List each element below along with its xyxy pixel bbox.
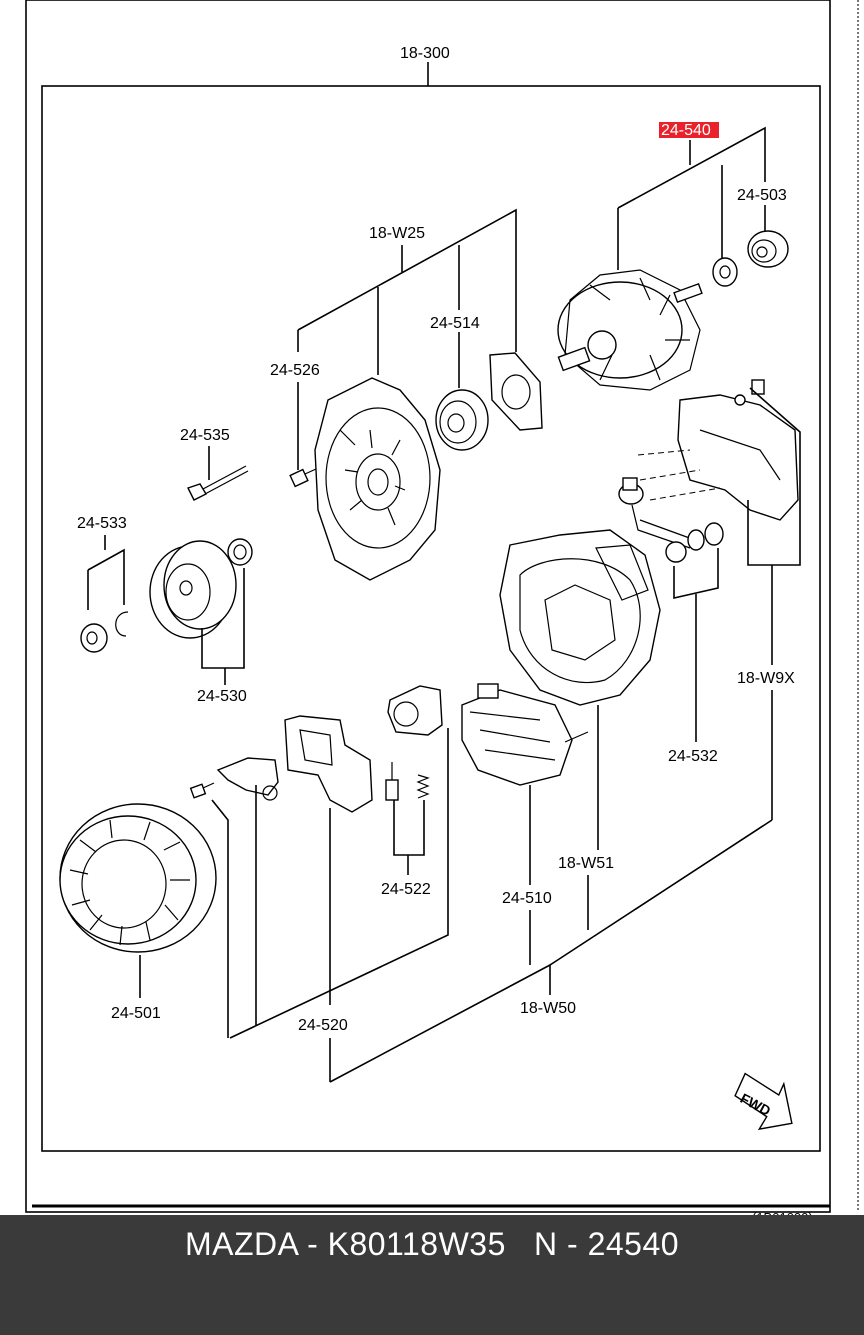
terminal-bracket-part[interactable]: [677, 379, 799, 521]
rotor-part-24-540[interactable]: [557, 269, 703, 391]
terminal-plate-part[interactable]: [216, 757, 279, 801]
rear-housing-part[interactable]: [499, 529, 661, 706]
part-label-24-530[interactable]: 24-530: [197, 688, 247, 705]
part-label-24-510[interactable]: 24-510: [502, 890, 552, 907]
connector-part[interactable]: [618, 477, 696, 549]
part-label-18-W25[interactable]: 18-W25: [369, 225, 425, 242]
group-label[interactable]: 18-300: [400, 45, 450, 62]
part-label-24-520[interactable]: 24-520: [298, 1017, 348, 1034]
nut-part[interactable]: [80, 623, 108, 653]
stator-part-24-501[interactable]: [59, 803, 217, 953]
bolt-part-24-535[interactable]: [187, 465, 249, 501]
bearing-part-24-514[interactable]: [435, 389, 489, 451]
lock-washer-part[interactable]: [115, 611, 129, 637]
nut-part-24-532[interactable]: [665, 522, 724, 563]
part-label-18-W50[interactable]: 18-W50: [520, 1000, 576, 1017]
caption-bar: [0, 1215, 864, 1335]
small-screw-part[interactable]: [189, 782, 215, 799]
part-label-24-540[interactable]: 24-540: [661, 122, 711, 139]
part-label-18-W9X[interactable]: 18-W9X: [737, 670, 795, 687]
bearing-part-24-503[interactable]: [747, 230, 789, 268]
spacer-part-24-530[interactable]: [227, 538, 253, 566]
part-label-24-526[interactable]: 24-526: [270, 362, 320, 379]
screw-part-24-526[interactable]: [289, 468, 317, 488]
front-housing-part[interactable]: [314, 377, 441, 581]
spring-part[interactable]: [416, 774, 430, 799]
part-label-24-522[interactable]: 24-522: [381, 881, 431, 898]
part-label-18-W51[interactable]: 18-W51: [558, 855, 614, 872]
part-label-24-533[interactable]: 24-533: [77, 515, 127, 532]
caption-text: MAZDA - K80118W35 N - 24540: [184, 1226, 680, 1262]
assembly-box: [41, 85, 821, 1152]
brush-part[interactable]: [385, 762, 399, 801]
fwd-arrow-icon: FWD: [734, 1072, 793, 1131]
part-label-24-535[interactable]: 24-535: [180, 427, 230, 444]
brush-holder-part[interactable]: [387, 685, 443, 736]
part-label-24-514[interactable]: 24-514: [430, 315, 480, 332]
retainer-plate-part[interactable]: [489, 352, 543, 431]
part-label-24-501[interactable]: 24-501: [111, 1005, 161, 1022]
regulator-part-24-520[interactable]: [284, 715, 373, 813]
rectifier-part-24-510[interactable]: [461, 683, 589, 786]
spacer-part-24-503a[interactable]: [712, 257, 738, 287]
page-frame: [25, 0, 831, 1213]
pulley-part-24-530[interactable]: [149, 540, 237, 639]
part-label-24-503[interactable]: 24-503: [737, 187, 787, 204]
highlight-box: [659, 122, 719, 138]
part-label-24-532[interactable]: 24-532: [668, 748, 718, 765]
